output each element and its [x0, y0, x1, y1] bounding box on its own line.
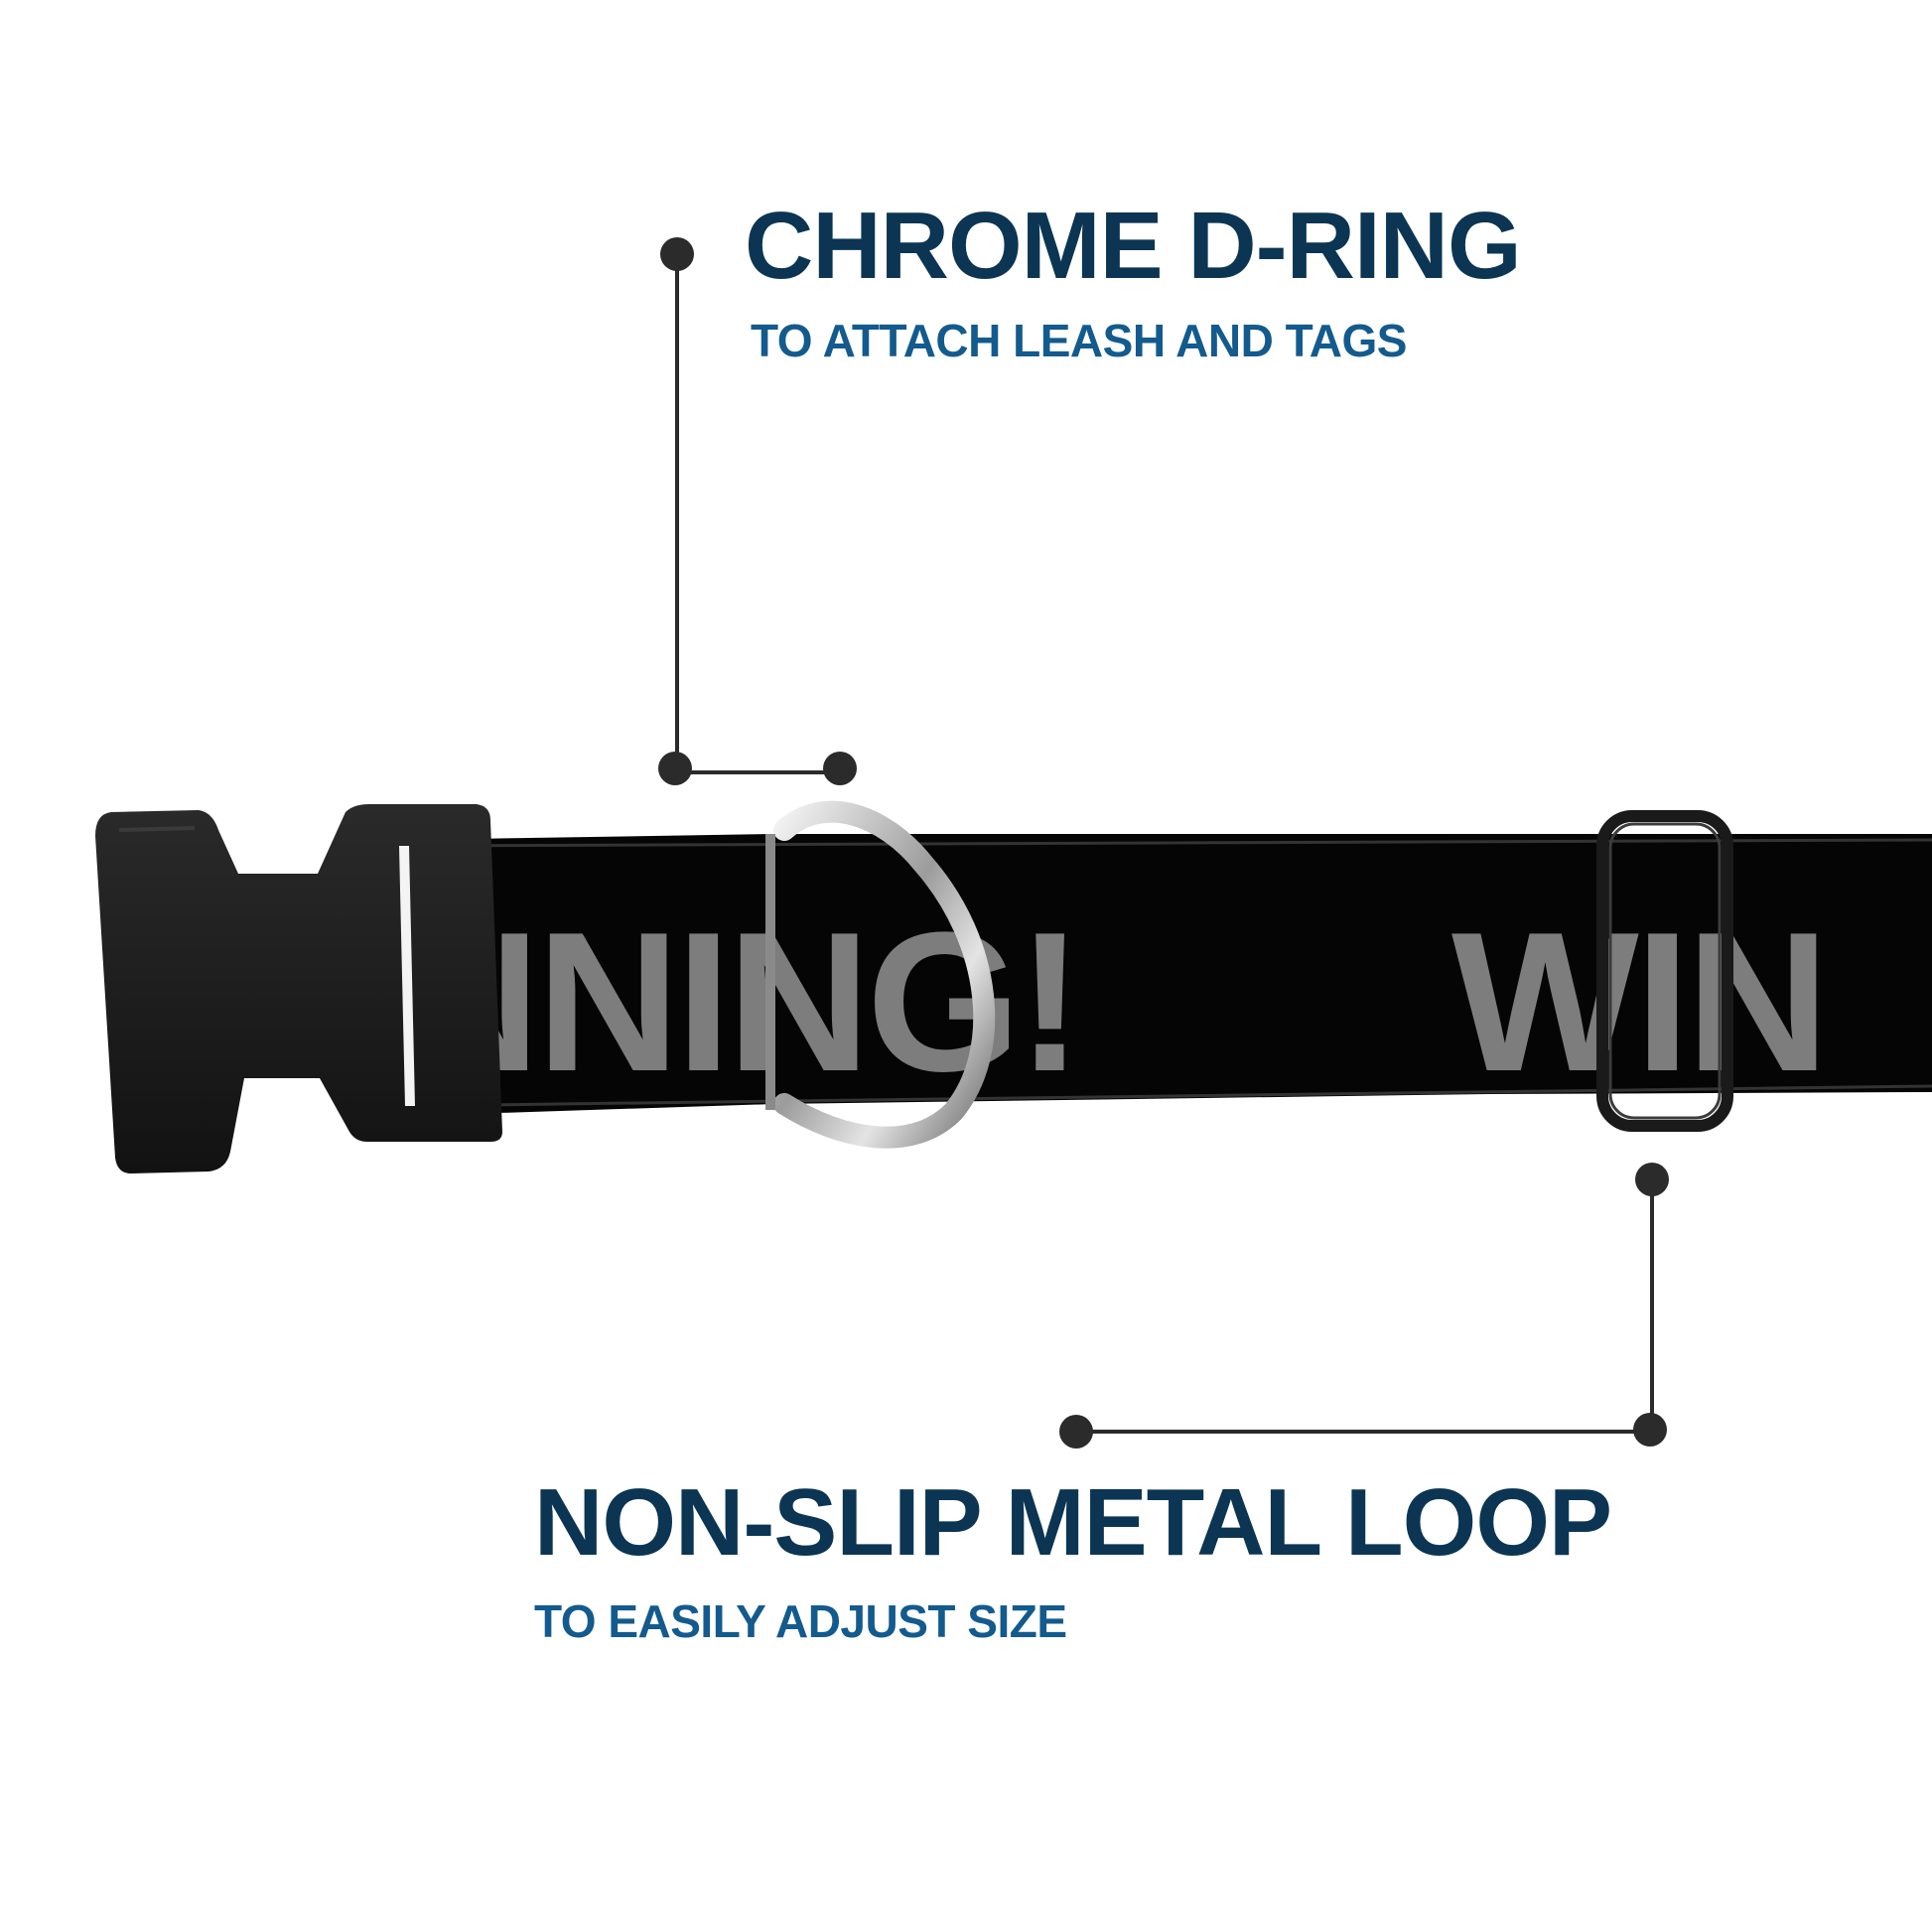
- buckle-prong-highlight: [118, 826, 196, 832]
- strap-bottom-edge: [406, 1084, 1932, 1108]
- strap-body: [407, 834, 1932, 1116]
- d-ring-callout-title: CHROME D-RING: [745, 193, 1522, 299]
- leader-dot: [658, 752, 692, 785]
- strap-print-text: WIN: [1451, 892, 1826, 1113]
- slider-icon: [1596, 810, 1733, 1132]
- leader-dot: [1633, 1413, 1667, 1447]
- d-ring-leader: [658, 237, 857, 785]
- leader-dot: [1059, 1415, 1093, 1449]
- buckle-body: [95, 804, 502, 1173]
- loop-leader: [1059, 1163, 1669, 1449]
- loop-callout-subtitle: TO EASILY ADJUST SIZE: [534, 1595, 1067, 1647]
- collar-strap: NNING! WIN: [406, 834, 1932, 1116]
- buckle-icon: [95, 804, 502, 1173]
- leader-dot: [660, 237, 694, 271]
- loop-callout-title: NON-SLIP METAL LOOP: [534, 1469, 1612, 1576]
- slider-shape: [1596, 810, 1733, 1132]
- slider-highlight: [1608, 822, 1722, 1120]
- strap-top-edge: [406, 838, 1932, 848]
- leader-dot: [823, 752, 857, 785]
- leader-dot: [1635, 1163, 1669, 1196]
- d-ring-callout-subtitle: TO ATTACH LEASH AND TAGS: [751, 315, 1407, 366]
- d-ring-icon: [765, 800, 996, 1149]
- d-ring-shape: [773, 800, 996, 1149]
- buckle-slot: [399, 846, 415, 1106]
